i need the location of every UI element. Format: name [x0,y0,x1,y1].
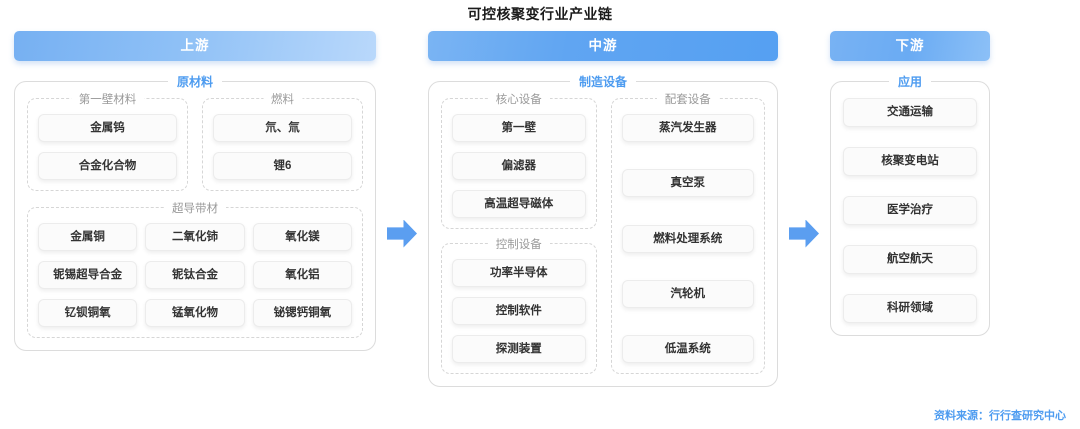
chip-stack-applications: 交通运输 核聚变电站 医学治疗 航空航天 科研领域 [843,98,977,323]
group-title-applications: 应用 [888,73,932,90]
chip-stack-supporting-equipment: 蒸汽发生器 真空泵 燃料处理系统 汽轮机 低温系统 [621,114,754,363]
chip-stack-fuel: 氘、氚 锂6 [213,114,352,180]
subgroup-supporting-equipment: 配套设备 蒸汽发生器 真空泵 燃料处理系统 汽轮机 低温系统 [610,91,765,374]
list-item[interactable]: 合金化合物 [38,152,177,180]
list-item[interactable]: 探测装置 [452,335,586,363]
list-item[interactable]: 锂6 [213,152,352,180]
list-item[interactable]: 科研领域 [843,294,977,323]
list-item[interactable]: 核聚变电站 [843,147,977,176]
group-manufacturing-equipment: 制造设备 核心设备 第一壁 偏滤器 高温超导磁体 控制设备 [428,73,778,387]
subgroup-control-equipment: 控制设备 功率半导体 控制软件 探测装置 [441,236,597,374]
list-item[interactable]: 医学治疗 [843,196,977,225]
stage-header-upstream: 上游 [14,31,376,61]
list-item[interactable]: 钇钡铜氧 [38,299,138,327]
arrow-cell-upstream-midstream [376,219,428,248]
list-item[interactable]: 高温超导磁体 [452,190,586,218]
arrow-cell-midstream-downstream [778,219,830,248]
list-item[interactable]: 铋锶钙铜氧 [252,299,352,327]
list-item[interactable]: 二氧化铈 [145,223,245,251]
chip-stack-control-equipment: 功率半导体 控制软件 探测装置 [452,259,586,363]
list-item[interactable]: 第一壁 [452,114,586,142]
subgroup-title-supporting-equipment: 配套设备 [656,91,719,107]
list-item[interactable]: 蒸汽发生器 [621,114,754,142]
stage-header-midstream: 中游 [428,31,778,61]
list-item[interactable]: 铌钛合金 [145,261,245,289]
right-arrow-icon [387,219,417,248]
source-note: 资料来源：行行查研究中心 [934,410,1066,422]
list-item[interactable]: 金属钨 [38,114,177,142]
list-item[interactable]: 氧化铝 [252,261,352,289]
subgroup-first-wall-materials: 第一壁材料 金属钨 合金化合物 [27,91,188,191]
list-item[interactable]: 控制软件 [452,297,586,325]
list-item[interactable]: 真空泵 [621,169,754,198]
list-item[interactable]: 铌锡超导合金 [38,261,138,289]
stage-header-downstream: 下游 [830,31,990,61]
list-item[interactable]: 交通运输 [843,98,977,127]
list-item[interactable]: 氧化镁 [252,223,352,251]
list-item[interactable]: 氘、氚 [213,114,352,142]
list-item[interactable]: 金属铜 [38,223,138,251]
stage-column-downstream: 下游 应用 交通运输 核聚变电站 医学治疗 航空航天 科研领域 [830,31,990,336]
chip-stack-first-wall-materials: 金属钨 合金化合物 [38,114,177,180]
subgroup-title-fuel: 燃料 [263,91,302,107]
industry-chain-diagram: 上游 原材料 第一壁材料 金属钨 合金化合物 燃料 氘、氚 锂6 [0,31,1080,406]
list-item[interactable]: 功率半导体 [452,259,586,287]
subgroup-superconducting-tape: 超导带材 金属铜 二氧化铈 氧化镁 铌锡超导合金 铌钛合金 氧化铝 钇钡铜氧 锰… [27,200,363,338]
right-arrow-icon [789,219,819,248]
stage-column-midstream: 中游 制造设备 核心设备 第一壁 偏滤器 高温超导磁体 控制设备 [428,31,778,387]
group-title-manufacturing-equipment: 制造设备 [569,73,637,90]
midstream-left-column: 核心设备 第一壁 偏滤器 高温超导磁体 控制设备 功率半导体 控制软件 探测装置 [441,91,597,374]
list-item[interactable]: 航空航天 [843,245,977,274]
subgroup-title-first-wall-materials: 第一壁材料 [70,91,145,107]
group-raw-materials: 原材料 第一壁材料 金属钨 合金化合物 燃料 氘、氚 锂6 [14,73,376,351]
subgroup-title-control-equipment: 控制设备 [487,236,550,252]
chip-grid-superconducting-tape: 金属铜 二氧化铈 氧化镁 铌锡超导合金 铌钛合金 氧化铝 钇钡铜氧 锰氧化物 铋… [38,223,352,327]
upstream-top-row: 第一壁材料 金属钨 合金化合物 燃料 氘、氚 锂6 [27,91,363,191]
chip-stack-core-equipment: 第一壁 偏滤器 高温超导磁体 [452,114,586,218]
subgroup-fuel: 燃料 氘、氚 锂6 [202,91,363,191]
page-title: 可控核聚变行业产业链 [467,6,613,22]
subgroup-title-core-equipment: 核心设备 [487,91,550,107]
group-applications: 应用 交通运输 核聚变电站 医学治疗 航空航天 科研领域 [830,73,990,336]
list-item[interactable]: 锰氧化物 [145,299,245,327]
midstream-row: 核心设备 第一壁 偏滤器 高温超导磁体 控制设备 功率半导体 控制软件 探测装置 [441,91,765,374]
list-item[interactable]: 偏滤器 [452,152,586,180]
group-title-raw-materials: 原材料 [167,73,223,90]
stage-column-upstream: 上游 原材料 第一壁材料 金属钨 合金化合物 燃料 氘、氚 锂6 [14,31,376,351]
midstream-right-column: 配套设备 蒸汽发生器 真空泵 燃料处理系统 汽轮机 低温系统 [610,91,765,374]
subgroup-title-superconducting-tape: 超导带材 [164,200,226,216]
list-item[interactable]: 燃料处理系统 [621,224,754,253]
subgroup-core-equipment: 核心设备 第一壁 偏滤器 高温超导磁体 [441,91,597,229]
list-item[interactable]: 汽轮机 [621,279,754,308]
list-item[interactable]: 低温系统 [621,335,754,363]
